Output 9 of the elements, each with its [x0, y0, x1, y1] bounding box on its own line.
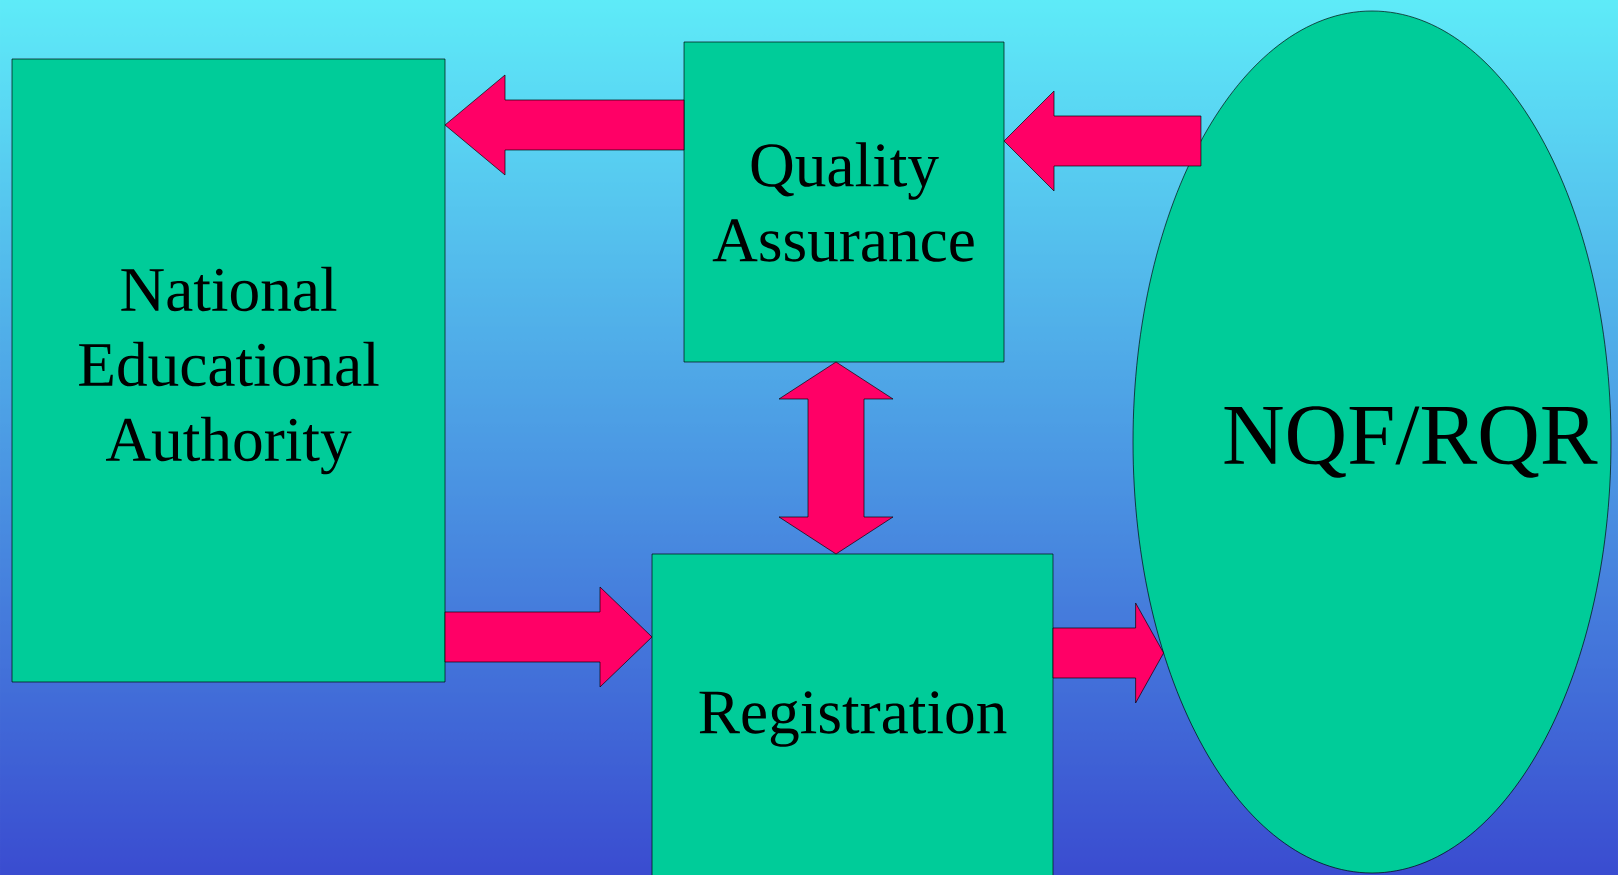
block-arrow: [778, 361, 894, 555]
ellipse-node: NQF/RQR: [1132, 10, 1612, 874]
block-arrow: [444, 586, 653, 688]
block-arrow: [444, 74, 685, 176]
block-arrow: [1052, 602, 1164, 704]
process-box: Registration: [651, 553, 1054, 875]
process-box: Quality Assurance: [683, 41, 1005, 363]
process-box: National Educational Authority: [11, 58, 446, 683]
block-arrow: [1003, 90, 1202, 192]
